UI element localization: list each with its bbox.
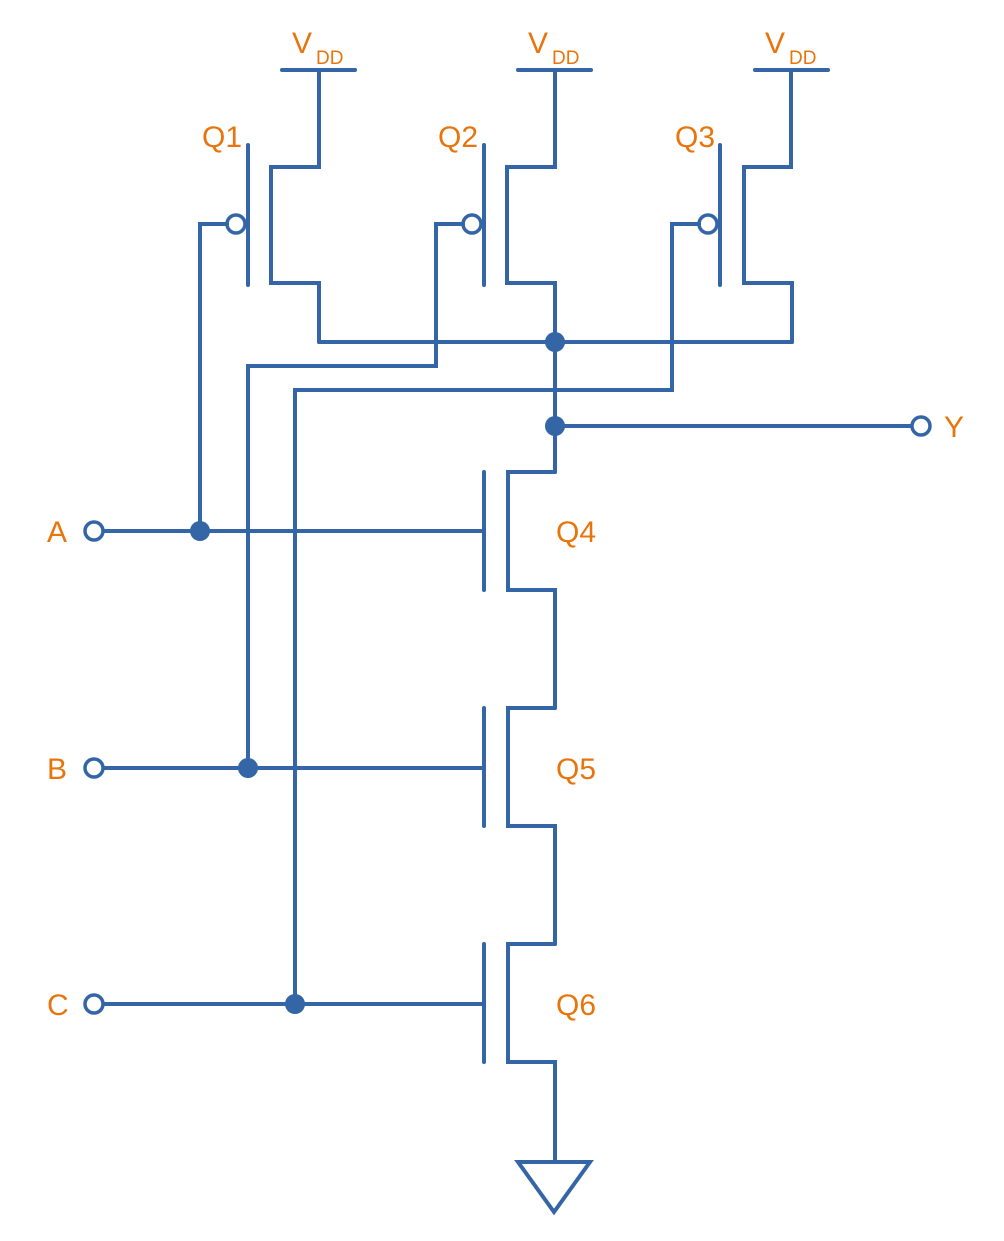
svg-text:V: V — [528, 27, 548, 60]
label-q1: Q1 — [202, 121, 242, 154]
q3-bubble — [697, 213, 719, 235]
nmos-q4 — [101, 470, 557, 710]
q2-channel — [505, 68, 557, 344]
junction-dot — [285, 994, 305, 1014]
wire-a-q1 — [198, 222, 229, 533]
label-q4: Q4 — [556, 516, 596, 549]
q5-channel — [506, 706, 557, 946]
label-input-b: B — [47, 753, 67, 786]
q4-channel — [506, 470, 557, 710]
pmos-q2 — [246, 68, 593, 770]
junction-dot — [238, 758, 258, 778]
junction-dot — [545, 332, 565, 352]
wire-c-q3 — [293, 222, 701, 1006]
pmos-q3 — [293, 68, 830, 1006]
input-terminal-b — [83, 757, 105, 779]
ground-icon — [514, 1160, 594, 1216]
input-terminal-a — [83, 520, 105, 542]
q1-channel — [269, 68, 321, 344]
q1-bubble — [225, 213, 247, 235]
svg-text:DD: DD — [316, 48, 343, 69]
q2-bubble — [461, 213, 483, 235]
junction-dot — [190, 521, 210, 541]
svg-text:V: V — [765, 27, 785, 60]
label-q6: Q6 — [556, 989, 596, 1022]
wire-b-q2 — [246, 222, 465, 770]
pmos-q1 — [198, 68, 357, 533]
nmos-q6 — [101, 942, 557, 1164]
output-terminal-y — [910, 415, 932, 437]
label-q5: Q5 — [556, 753, 596, 786]
label-output-y: Y — [944, 411, 964, 444]
svg-text:DD: DD — [552, 48, 579, 69]
nmos-q5 — [101, 706, 557, 946]
svg-text:V: V — [292, 27, 312, 60]
label-input-c: C — [47, 989, 69, 1022]
input-terminal-c — [83, 993, 105, 1015]
label-input-a: A — [47, 516, 67, 549]
label-q2: Q2 — [438, 121, 478, 154]
label-q3: Q3 — [675, 121, 715, 154]
svg-text:DD: DD — [789, 48, 816, 69]
q6-channel — [506, 942, 557, 1164]
q3-channel — [742, 68, 794, 344]
